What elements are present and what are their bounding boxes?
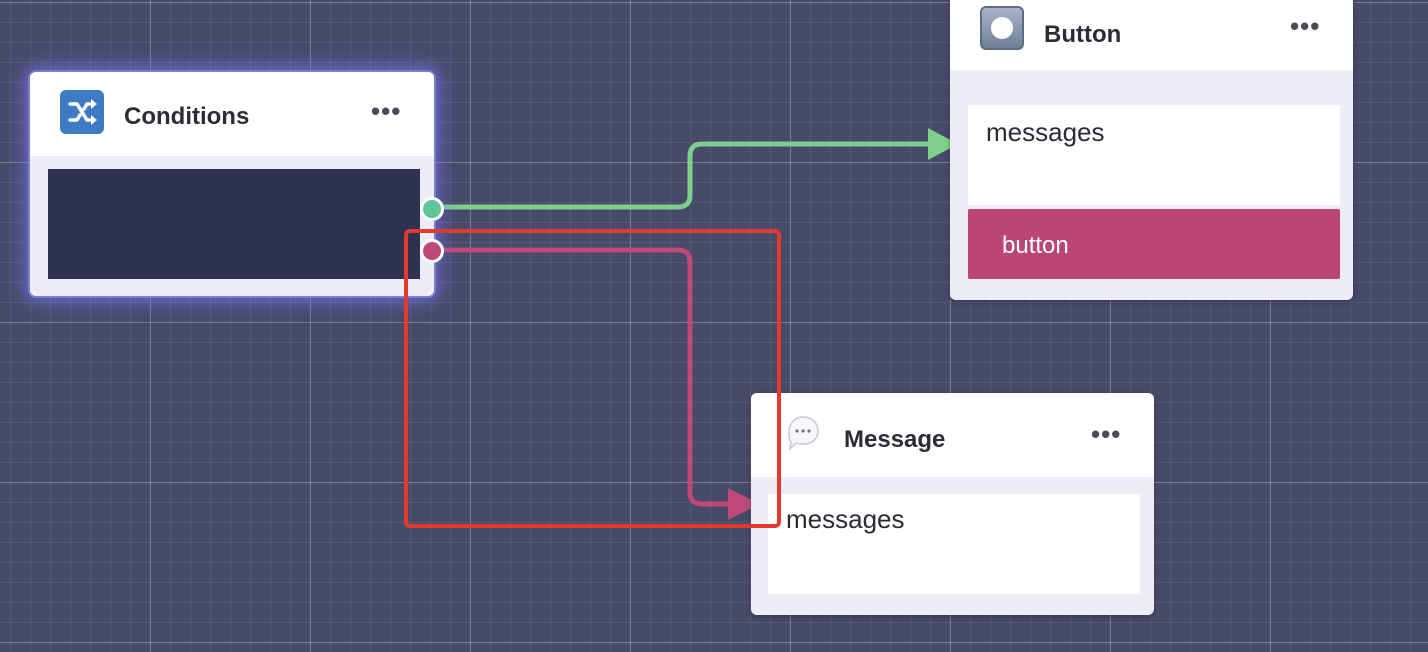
button-option-label: button bbox=[1002, 232, 1069, 259]
speech-bubble-icon bbox=[781, 411, 825, 455]
conditions-node-title: Conditions bbox=[124, 103, 250, 130]
conditions-more-menu-icon[interactable]: ••• bbox=[371, 96, 402, 126]
highlight-box bbox=[404, 229, 781, 528]
button-node-title: Button bbox=[1044, 21, 1122, 48]
conditions-body[interactable] bbox=[48, 169, 420, 279]
conditions-node-header[interactable]: Conditions ••• bbox=[30, 72, 434, 156]
message-more-menu-icon[interactable]: ••• bbox=[1091, 419, 1122, 449]
button-messages-field[interactable]: messages bbox=[968, 105, 1340, 205]
connection-pink[interactable] bbox=[428, 247, 735, 507]
message-node-title: Message bbox=[844, 426, 946, 453]
conditions-output-port-pink[interactable] bbox=[420, 239, 444, 263]
button-messages-label: messages bbox=[986, 117, 1105, 147]
shuffle-icon bbox=[60, 90, 104, 134]
conditions-node[interactable]: Conditions ••• bbox=[30, 72, 444, 296]
button-node[interactable]: Button ••• messages button bbox=[950, 0, 1353, 300]
message-messages-label: messages bbox=[786, 504, 905, 534]
button-more-menu-icon[interactable]: ••• bbox=[1290, 11, 1321, 41]
connection-green[interactable] bbox=[428, 141, 935, 210]
message-node-header[interactable]: Message ••• bbox=[751, 393, 1154, 477]
message-messages-field[interactable]: messages bbox=[768, 494, 1140, 594]
message-node[interactable]: Message ••• messages bbox=[751, 393, 1154, 615]
button-icon bbox=[980, 6, 1024, 50]
button-node-header[interactable]: Button ••• bbox=[950, 0, 1353, 70]
conditions-output-port-green[interactable] bbox=[420, 197, 444, 221]
button-option[interactable]: button bbox=[968, 209, 1340, 279]
